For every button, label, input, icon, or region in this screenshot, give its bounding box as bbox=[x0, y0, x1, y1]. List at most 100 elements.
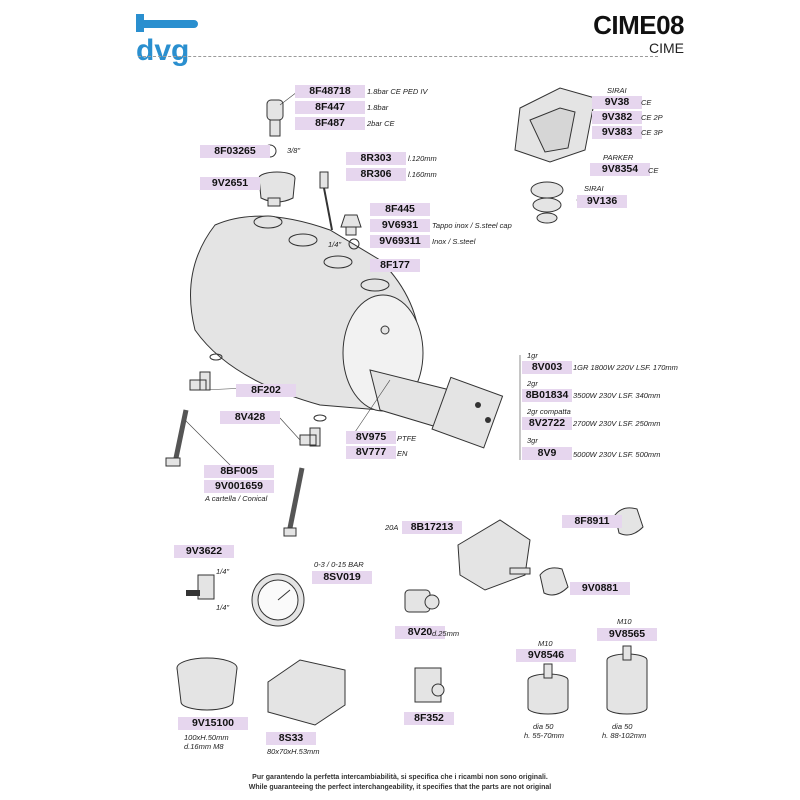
part-note: 3500W 230V LSF. 340mm bbox=[573, 391, 661, 400]
part-note: d.25mm bbox=[432, 629, 460, 638]
fitting-note: 1/4" bbox=[216, 567, 230, 576]
tap-illustration bbox=[186, 574, 215, 600]
dimension-note: d.16mm M8 bbox=[184, 742, 224, 751]
part-note: A cartella / Conical bbox=[205, 494, 268, 503]
part-code: 8F8911 bbox=[562, 515, 622, 528]
dimension-note: dia 50 bbox=[533, 722, 554, 731]
part-code: 9V2651 bbox=[200, 177, 260, 190]
group-note: 2gr bbox=[527, 379, 538, 388]
part-note: l.120mm bbox=[408, 154, 437, 163]
group-note: 2gr compatta bbox=[527, 407, 571, 416]
safety-valve-illustration bbox=[266, 99, 284, 137]
part-note: CE 3P bbox=[641, 128, 663, 137]
cap-illustration bbox=[340, 214, 362, 236]
push-button-illustration bbox=[404, 589, 440, 613]
part-code: 9V001659 bbox=[204, 480, 274, 493]
part-code: 8F445 bbox=[370, 203, 430, 216]
part-code: 8B17213 bbox=[402, 521, 462, 534]
part-code: 8V20 bbox=[395, 626, 445, 639]
small-washer-illustration bbox=[348, 238, 360, 250]
connector-illustration bbox=[414, 667, 445, 703]
part-code: 9V6931 bbox=[370, 219, 430, 232]
footer-italian: Pur garantendo la perfetta intercambiabi… bbox=[252, 774, 548, 781]
brand-note: PARKER bbox=[603, 153, 634, 162]
part-code: 9V8546 bbox=[516, 649, 576, 662]
brand-note: SIRAI bbox=[584, 184, 604, 193]
part-code: 8F177 bbox=[370, 259, 420, 272]
part-code: 8BF005 bbox=[204, 465, 274, 478]
part-code: 8S33 bbox=[266, 732, 316, 745]
dimension-note: dia 50 bbox=[612, 722, 633, 731]
part-code: 8V003 bbox=[522, 361, 572, 374]
part-code: 9V8354 bbox=[590, 163, 650, 176]
dimension-note: h. 55-70mm bbox=[524, 731, 565, 740]
bracket-box-illustration bbox=[267, 659, 346, 726]
cylinder-large-illustration bbox=[606, 645, 648, 715]
part-code: 9V136 bbox=[577, 195, 627, 208]
probe-illustration bbox=[319, 171, 333, 231]
header-divider bbox=[138, 56, 658, 57]
part-code: 8V428 bbox=[220, 411, 280, 424]
part-code: 8R303 bbox=[346, 152, 406, 165]
part-code: 8V975 bbox=[346, 431, 396, 444]
part-code: 9V69311 bbox=[370, 235, 430, 248]
knob-illustration bbox=[539, 507, 644, 596]
part-note: CE bbox=[641, 98, 652, 107]
part-note: 2700W 230V LSF. 250mm bbox=[573, 419, 661, 428]
pressure-switch-illustration bbox=[514, 87, 596, 224]
part-note: M10 bbox=[538, 639, 553, 648]
part-code: 9V8565 bbox=[597, 628, 657, 641]
dimension-note: 100xH.50mm bbox=[184, 733, 229, 742]
part-code: 9V382 bbox=[592, 111, 642, 124]
part-note: 20A bbox=[385, 523, 399, 532]
fitting-note: 1/4" bbox=[216, 603, 230, 612]
page-subtitle: CIME bbox=[649, 40, 684, 56]
part-code: 8F487 bbox=[295, 117, 365, 130]
cup-illustration bbox=[258, 171, 296, 207]
part-note: CE 2P bbox=[641, 113, 663, 122]
elbow-fittings-illustration bbox=[165, 353, 327, 537]
part-note: M10 bbox=[617, 617, 632, 626]
part-note: 5000W 230V LSF. 500mm bbox=[573, 450, 661, 459]
part-note: 0-3 / 0-15 BAR bbox=[314, 560, 364, 569]
part-code: 8F48718 bbox=[295, 85, 365, 98]
part-code: 8F352 bbox=[404, 712, 454, 725]
part-code: 9V15100 bbox=[178, 717, 248, 730]
part-code: 9V0881 bbox=[570, 582, 630, 595]
part-note: l.160mm bbox=[408, 170, 437, 179]
group-note: 1gr bbox=[527, 351, 538, 360]
svg-text:dvg: dvg bbox=[136, 34, 189, 67]
part-code: 8SV019 bbox=[312, 571, 372, 584]
part-note: 1/4" bbox=[328, 240, 342, 249]
part-code: 8V9 bbox=[522, 447, 572, 460]
brand-note: SIRAI bbox=[607, 86, 627, 95]
dimension-note: h. 88-102mm bbox=[602, 731, 647, 740]
gauge-illustration bbox=[251, 573, 305, 627]
part-code: 9V38 bbox=[592, 96, 642, 109]
part-note: Tappo inox / S.steel cap bbox=[432, 221, 512, 230]
page-title: CIME08 bbox=[593, 10, 684, 40]
part-note: EN bbox=[397, 449, 408, 458]
rotary-switch-illustration bbox=[457, 519, 531, 591]
part-note: 1.8bar CE PED IV bbox=[367, 87, 428, 96]
part-code: 8V2722 bbox=[522, 417, 572, 430]
filter-cup-illustration bbox=[176, 657, 238, 711]
part-note: 3/8" bbox=[287, 146, 301, 155]
part-code: 8F202 bbox=[236, 384, 296, 397]
cylinder-small-illustration bbox=[527, 663, 569, 715]
heating-element-illustration bbox=[369, 369, 504, 449]
part-code: 8F03265 bbox=[200, 145, 270, 158]
part-note: CE bbox=[648, 166, 659, 175]
part-code: 8F447 bbox=[295, 101, 365, 114]
part-code: 9V383 bbox=[592, 126, 642, 139]
part-note: 2bar CE bbox=[367, 119, 395, 128]
dvg-logo: dvg bbox=[136, 14, 198, 67]
part-code: 8B01834 bbox=[522, 389, 572, 402]
footer-english: While guaranteeing the perfect interchan… bbox=[248, 784, 552, 791]
part-code: 8R306 bbox=[346, 168, 406, 181]
part-note: 80x70xH.53mm bbox=[267, 747, 320, 756]
part-code: 8V777 bbox=[346, 446, 396, 459]
part-note: 1.8bar bbox=[367, 103, 389, 112]
part-note: PTFE bbox=[397, 434, 417, 443]
